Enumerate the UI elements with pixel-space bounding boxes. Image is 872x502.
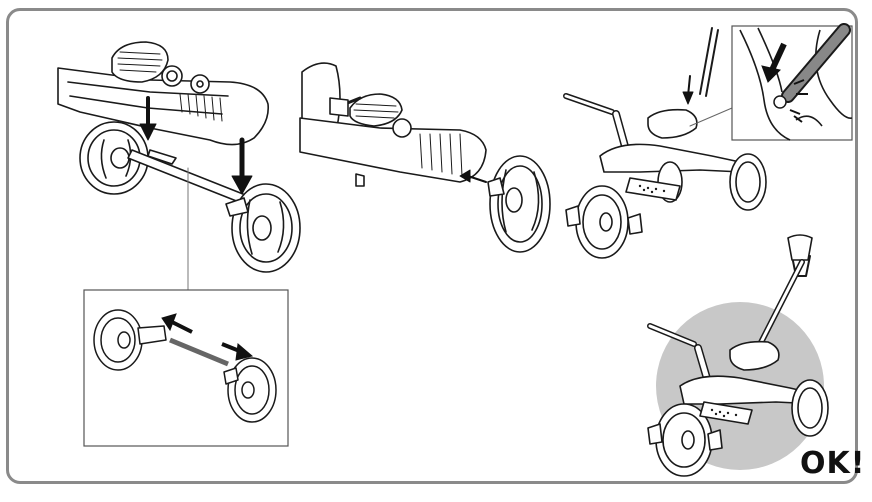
ok-label: OK! — [800, 446, 865, 481]
step-front-wheel — [300, 63, 550, 252]
arrow-down-icon — [232, 140, 252, 194]
step-done — [648, 235, 828, 476]
seat — [112, 42, 168, 82]
pin-detail-inset — [732, 26, 852, 140]
arrow-down-icon — [683, 76, 693, 104]
axle-detail-inset — [84, 290, 288, 446]
step-rear-axle — [58, 42, 300, 290]
